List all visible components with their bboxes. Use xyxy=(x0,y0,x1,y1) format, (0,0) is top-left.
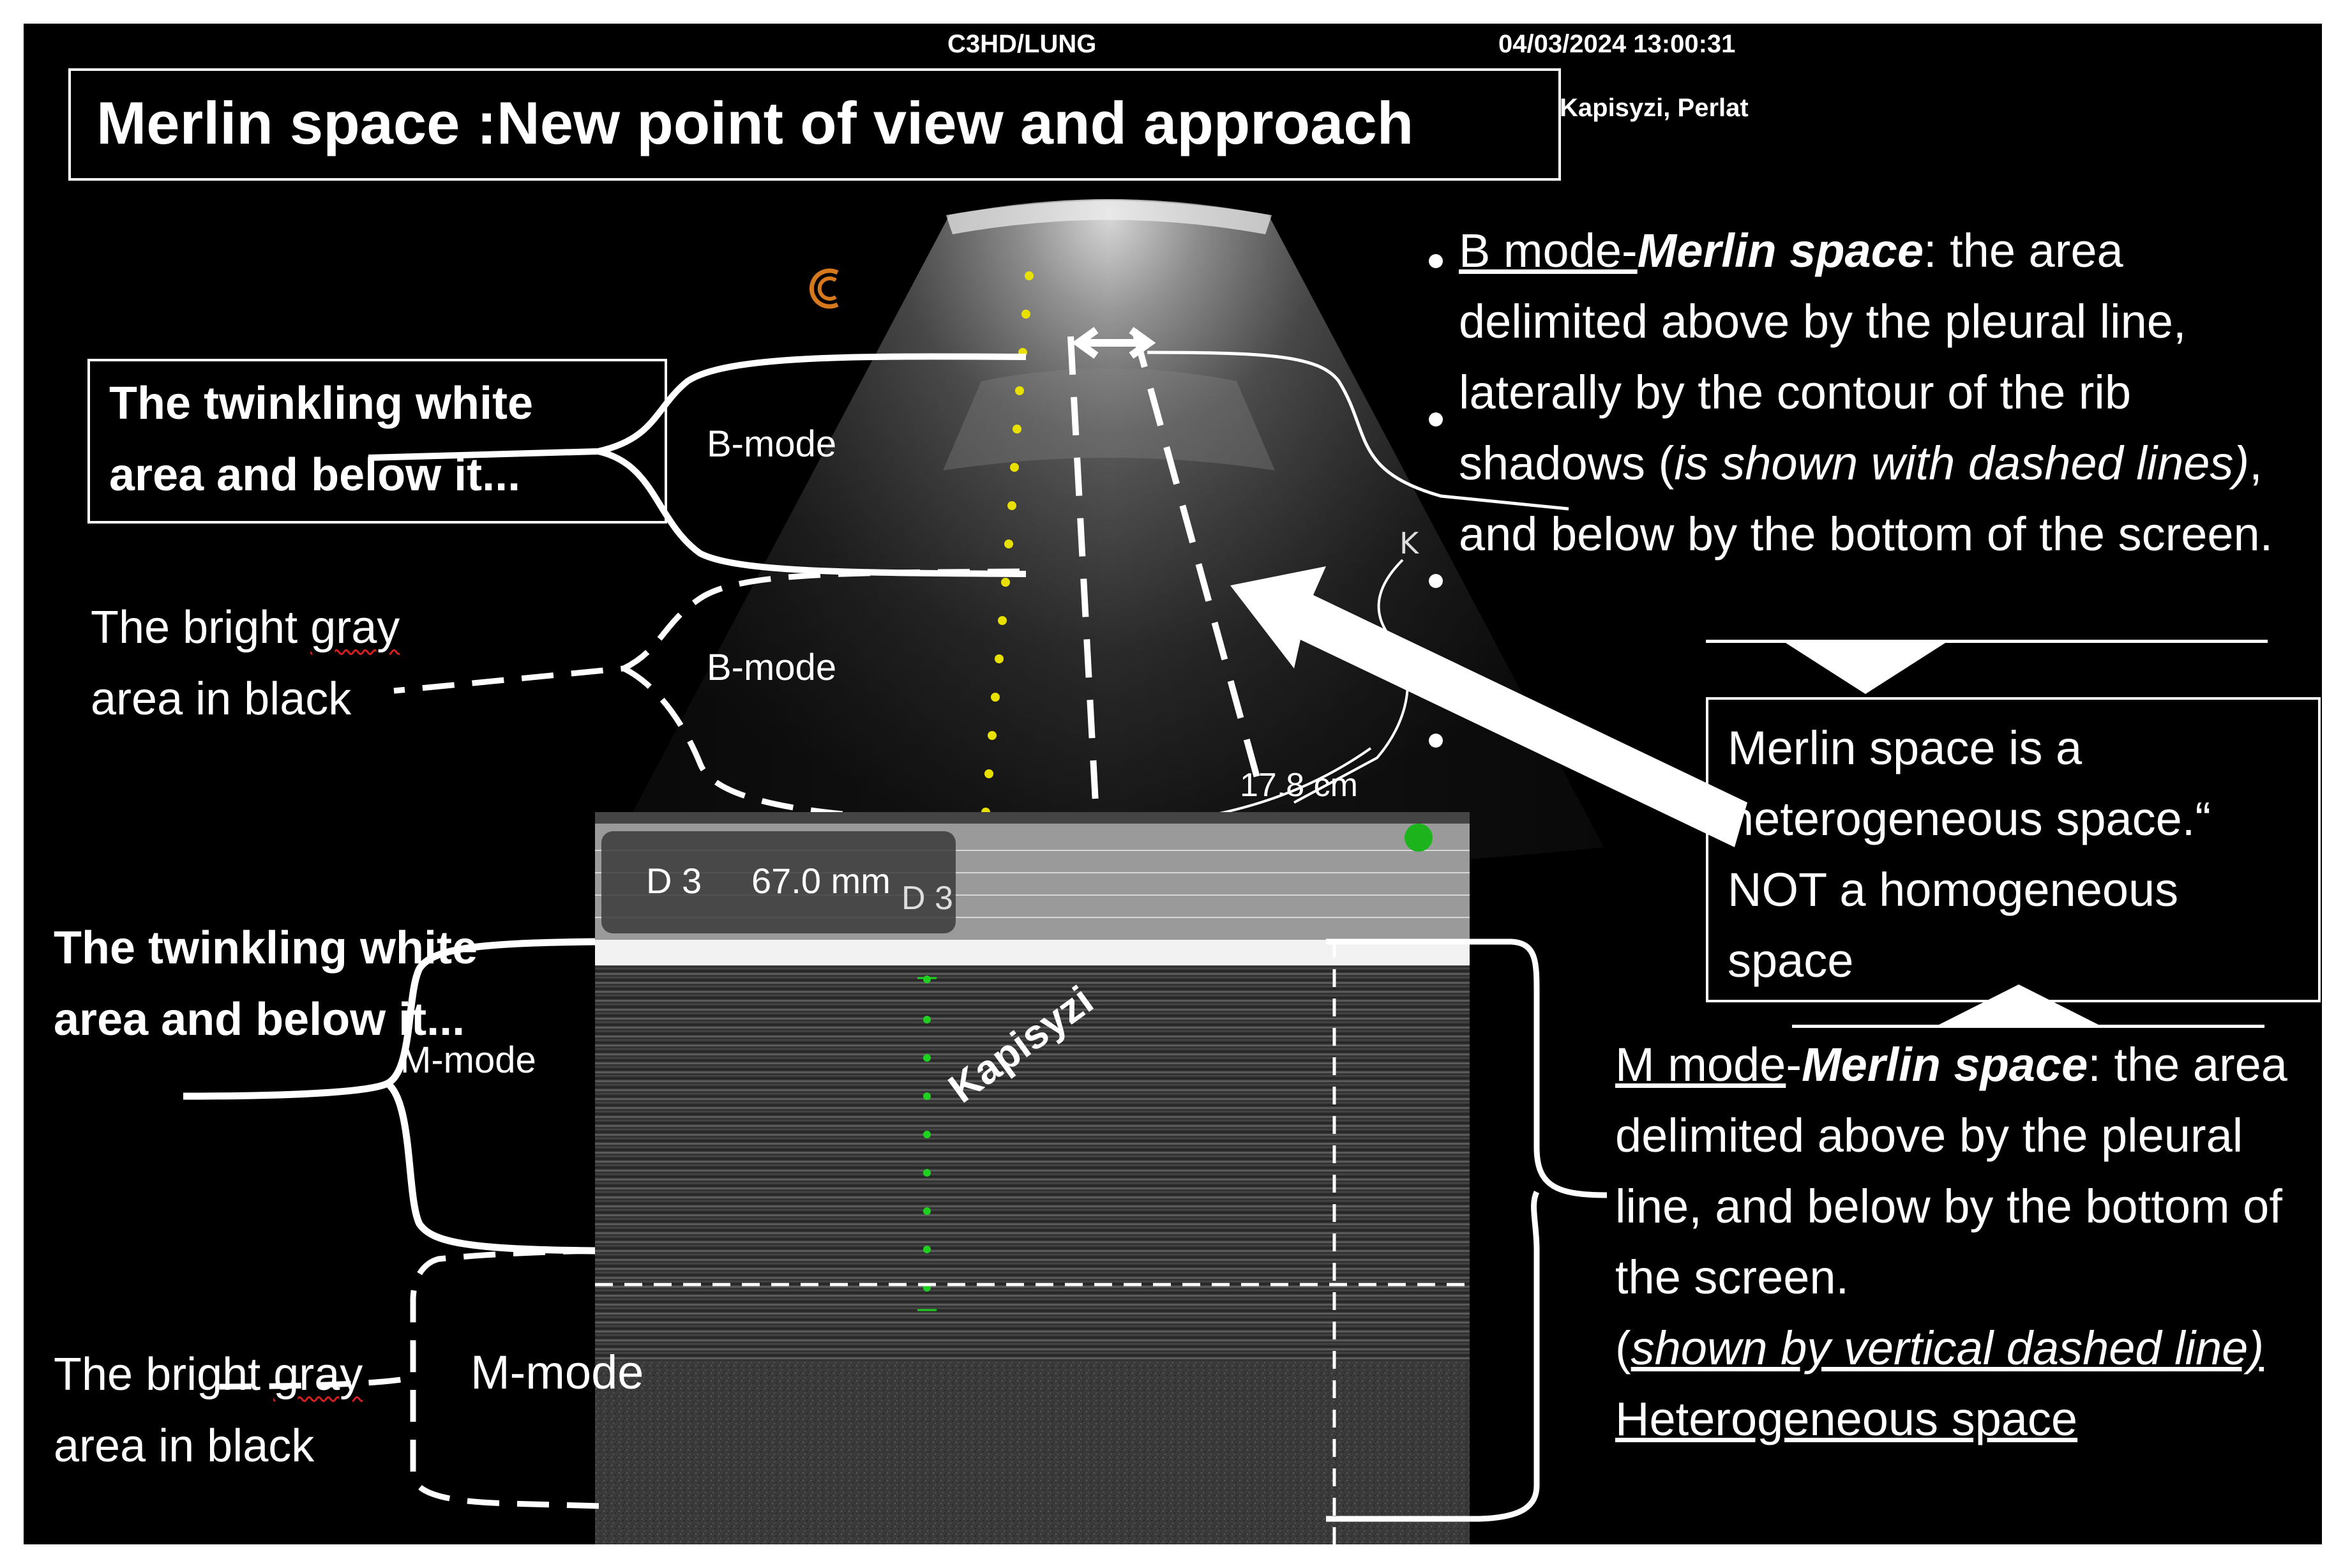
heterogeneous-box: Merlin space is a heterogeneous space.“ … xyxy=(1706,697,2321,1002)
heterogeneous-line4: space xyxy=(1728,934,1854,987)
mmode-depth-label: D 3 xyxy=(646,861,702,901)
mmode-description: M mode-Merlin space: the area delimited … xyxy=(1615,1038,2287,1445)
mmode-depth-label-overlay: D 3 xyxy=(901,880,953,917)
bmode-description: B mode-Merlin space: the area delimited … xyxy=(1459,224,2273,561)
mmode-depth-value: 67.0 mm xyxy=(751,861,891,901)
mmode-white-label-line1: The twinkling white xyxy=(54,923,478,974)
mmode-gray-bracket xyxy=(202,1248,602,1509)
mmode-upper-label: M-mode xyxy=(400,1039,536,1081)
mmode-white-bracket xyxy=(183,938,596,1255)
heterogeneous-line2: heterogeneous space.“ xyxy=(1728,792,2211,845)
heterogeneous-line1: Merlin space is a xyxy=(1728,721,2083,774)
bmode-cursor-line xyxy=(981,271,1034,817)
probe-orientation-icon xyxy=(809,268,839,309)
heterogeneous-box-decoration xyxy=(1706,640,2268,1028)
bmode-white-label-box: The twinkling white area and below it... xyxy=(87,359,667,524)
bmode-text-connector xyxy=(1147,351,1569,511)
title-box: Merlin space :New point of view and appr… xyxy=(68,68,1561,181)
mmode-panel: D 3 67.0 mm D 3 Kapisyzi xyxy=(595,812,1470,1544)
heterogeneous-line3: NOT a homogeneous xyxy=(1728,863,2179,916)
page-title: Merlin space :New point of view and appr… xyxy=(96,89,1414,156)
svg-text:K: K xyxy=(1399,526,1420,561)
bmode-white-label-line1: The twinkling white xyxy=(109,378,533,429)
mmode-gray-label-line1: The bright gray xyxy=(54,1349,363,1400)
mmode-image xyxy=(595,812,1470,1544)
bmode-white-label-line2: area and below it... xyxy=(109,449,521,501)
bmode-gray-label-line1: The bright gray xyxy=(91,602,400,653)
mmode-right-bracket xyxy=(1326,939,1608,1522)
rib-shadow-dashed-lines xyxy=(1067,329,1265,816)
annotation-layer: K xyxy=(368,199,2268,1028)
datetime-label: 04/03/2024 13:00:31 xyxy=(1498,30,1736,58)
mmode-lower-label: M-mode xyxy=(471,1346,644,1399)
pointer-arrow xyxy=(1230,566,1747,847)
bmode-gray-label-line2: area in black xyxy=(91,674,352,725)
preset-label: C3HD/LUNG xyxy=(947,30,1097,58)
bmode-upper-label: B-mode xyxy=(707,423,837,465)
mmode-annotation-layer xyxy=(183,938,1608,1522)
author-label: Kapisyzi, Perlat xyxy=(1560,94,1749,122)
mmode-gray-label-line2: area in black xyxy=(54,1421,315,1472)
mmode-white-label-line2: area and below it... xyxy=(54,994,465,1045)
figure-canvas: K C3HD/LUNG 04/03/2024 13:00:31 Kapisyzi… xyxy=(24,24,2322,1544)
bullet-points xyxy=(1429,254,1443,748)
bmode-lower-label: B-mode xyxy=(707,647,837,688)
pleural-line-double-arrow xyxy=(1071,327,1156,359)
depth-readout: 17.8 cm xyxy=(1240,767,1358,804)
